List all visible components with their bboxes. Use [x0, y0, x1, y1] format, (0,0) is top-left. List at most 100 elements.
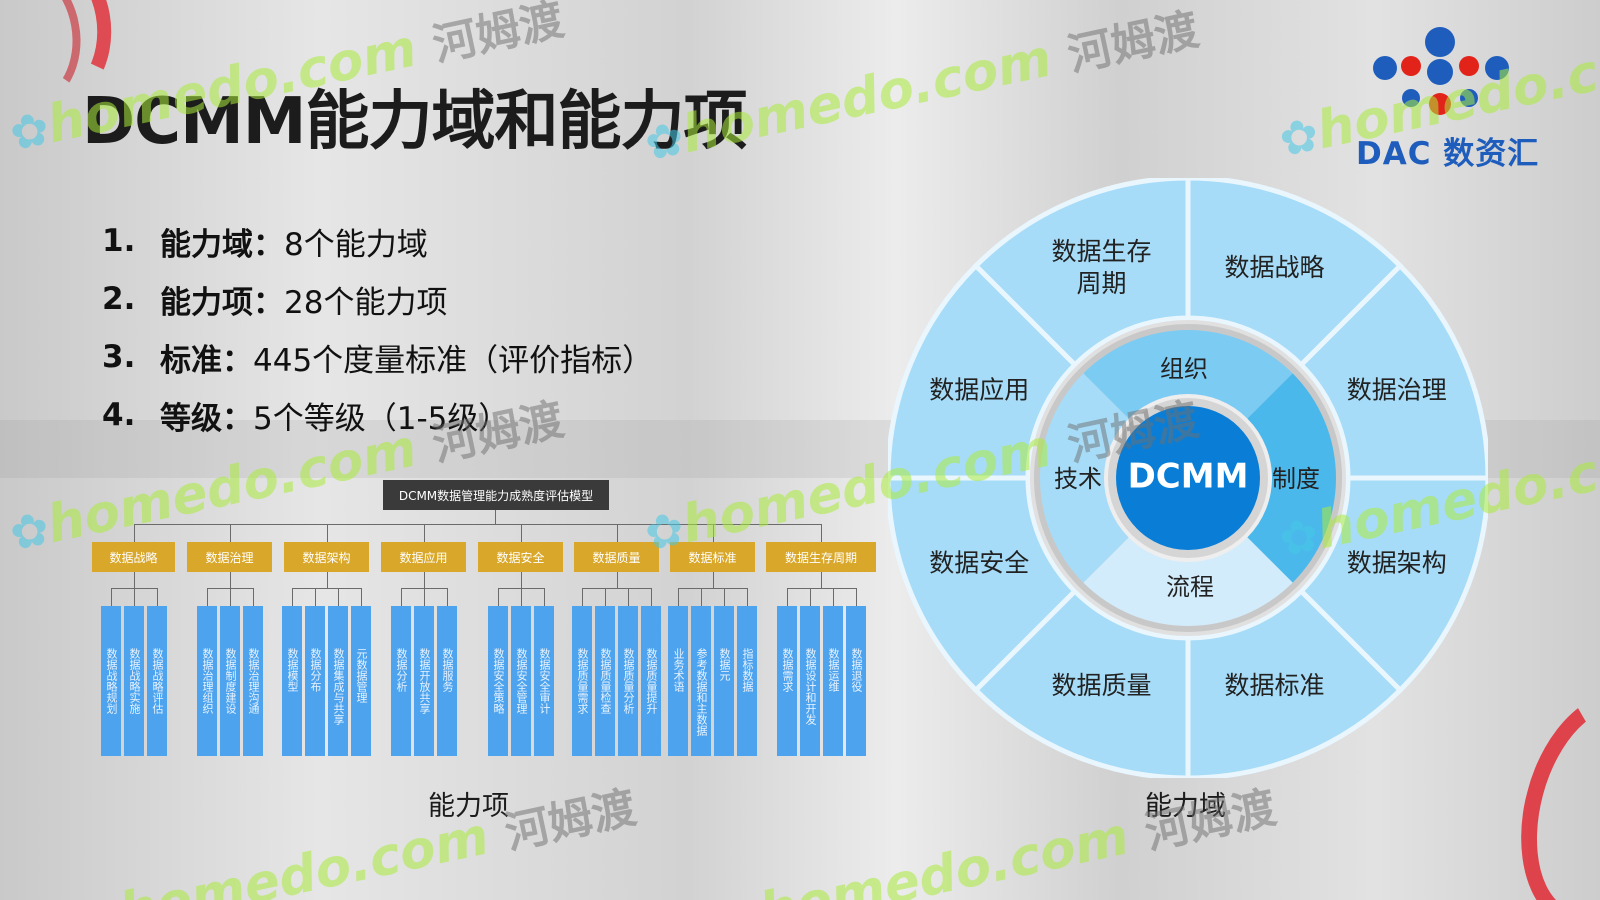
watermark: homedo.com 河姆渡 [114, 782, 641, 900]
capability-item: 数据质量需求 [572, 606, 592, 756]
wheel-segment [888, 262, 1079, 481]
wheel-segment [888, 475, 1079, 694]
tree-connector [678, 588, 679, 606]
tree-connector [821, 524, 822, 542]
key-point: 3. 标准： 445个度量标准（评价指标） [102, 328, 653, 386]
dac-logo-icon [1373, 27, 1509, 115]
tree-connector [133, 524, 135, 542]
capability-item: 数据集成与共享 [328, 606, 348, 756]
point-value: 8个能力域 [284, 226, 428, 263]
point-label: 能力项 [160, 284, 253, 321]
tree-connector [338, 588, 339, 606]
domain-box: 数据战略 [92, 542, 175, 572]
inner-label-left: 技术 [1054, 465, 1102, 493]
key-point: 2. 能力项： 28个能力项 [102, 270, 653, 328]
domain-box: 数据生存周期 [766, 542, 876, 572]
tree-connector [833, 588, 834, 606]
point-separator: ： [253, 226, 284, 263]
point-number: 1. [102, 223, 136, 259]
tree-connector [423, 572, 425, 588]
segment-label: 数据架构 [1347, 548, 1447, 577]
tree-connector [133, 572, 135, 588]
capability-item: 数据战略规划 [101, 606, 121, 756]
tree-connector [401, 588, 402, 606]
red-ribbon-decoration-bottom [1496, 674, 1600, 900]
inner-label-right: 制度 [1272, 465, 1320, 493]
key-point: 4. 等级： 5个等级（1-5级） [102, 386, 653, 444]
inner-label-top: 组织 [1160, 355, 1208, 383]
capability-item: 数据设计和开发 [800, 606, 820, 756]
capability-item: 数据制度建设 [220, 606, 240, 756]
tree-connector [315, 588, 316, 606]
point-value: 28个能力项 [284, 284, 448, 321]
segment-label: 数据标准 [1224, 671, 1324, 700]
capability-item: 数据质量分析 [618, 606, 638, 756]
point-number: 2. [102, 281, 136, 317]
capability-tree-diagram: DCMM数据管理能力成熟度评估模型 数据战略数据战略规划数据战略实施数据战略评估… [0, 470, 900, 770]
tree-connector [495, 510, 496, 524]
inner-segment-left [1040, 373, 1131, 583]
tree-connector [787, 588, 788, 606]
tree-connector [521, 588, 522, 606]
capability-item: 数据安全审计 [534, 606, 554, 756]
tree-connector [582, 588, 651, 589]
capability-item: 指标数据 [737, 606, 757, 756]
tree-connector [157, 588, 158, 606]
tree-connector [207, 588, 208, 606]
tree-connector [678, 588, 747, 589]
segment-label: 数据治理 [1347, 376, 1447, 405]
segment-label: 周期 [1077, 269, 1127, 298]
capability-item: 数据战略实施 [124, 606, 144, 756]
tree-connector [111, 588, 112, 606]
tree-root-title: DCMM数据管理能力成熟度评估模型 [383, 480, 609, 510]
tree-connector [253, 588, 254, 606]
capability-item: 数据模型 [282, 606, 302, 756]
capability-item: 数据分析 [391, 606, 411, 756]
point-label: 标准 [160, 342, 222, 379]
capability-item: 数据退役 [846, 606, 866, 756]
capability-item: 数据需求 [777, 606, 797, 756]
capability-item: 数据分布 [305, 606, 325, 756]
logo-wordmark: DAC 数资汇 [1356, 136, 1540, 172]
key-point: 1. 能力域： 8个能力域 [102, 212, 653, 270]
segment-label: 数据生存 [1052, 237, 1152, 266]
point-label: 能力域 [160, 226, 253, 263]
capability-item: 数据开放共享 [414, 606, 434, 756]
tree-connector [628, 588, 629, 606]
capability-item: 数据安全策略 [488, 606, 508, 756]
domain-box: 数据治理 [187, 542, 272, 572]
tree-connector [229, 572, 231, 588]
domain-box: 数据质量 [574, 542, 659, 572]
tree-connector [821, 572, 822, 588]
domain-box: 数据安全 [478, 542, 563, 572]
tree-connector [520, 572, 522, 588]
capability-item: 数据元 [714, 606, 734, 756]
tree-connector [134, 588, 135, 606]
point-separator: ： [222, 342, 253, 379]
tree-connector [616, 572, 618, 588]
segment-label: 数据质量 [1052, 671, 1152, 700]
inner-segment-bottom [1083, 535, 1293, 626]
tree-connector [230, 588, 231, 606]
tree-connector [520, 524, 522, 542]
capability-item: 业务术语 [668, 606, 688, 756]
tree-connector [712, 524, 714, 542]
tree-connector [292, 588, 293, 606]
tree-connector [856, 588, 857, 606]
tree-connector [292, 588, 361, 589]
point-value: 5个等级（1-5级） [253, 400, 510, 437]
capability-item: 数据治理沟通 [243, 606, 263, 756]
capability-item: 参考数据和主数据 [691, 606, 711, 756]
capability-item: 数据治理组织 [197, 606, 217, 756]
point-value: 445个度量标准（评价指标） [253, 342, 654, 379]
tree-connector [361, 588, 362, 606]
capability-item: 数据质量检查 [595, 606, 615, 756]
key-points-list: 1. 能力域： 8个能力域 2. 能力项： 28个能力项 3. 标准： 445个… [102, 212, 653, 444]
segment-label: 数据战略 [1224, 253, 1324, 282]
point-number: 4. [102, 397, 136, 433]
tree-connector [701, 588, 702, 606]
capability-item: 数据运维 [823, 606, 843, 756]
point-separator: ： [222, 400, 253, 437]
domain-box: 数据应用 [381, 542, 466, 572]
core-circle [1116, 406, 1260, 550]
